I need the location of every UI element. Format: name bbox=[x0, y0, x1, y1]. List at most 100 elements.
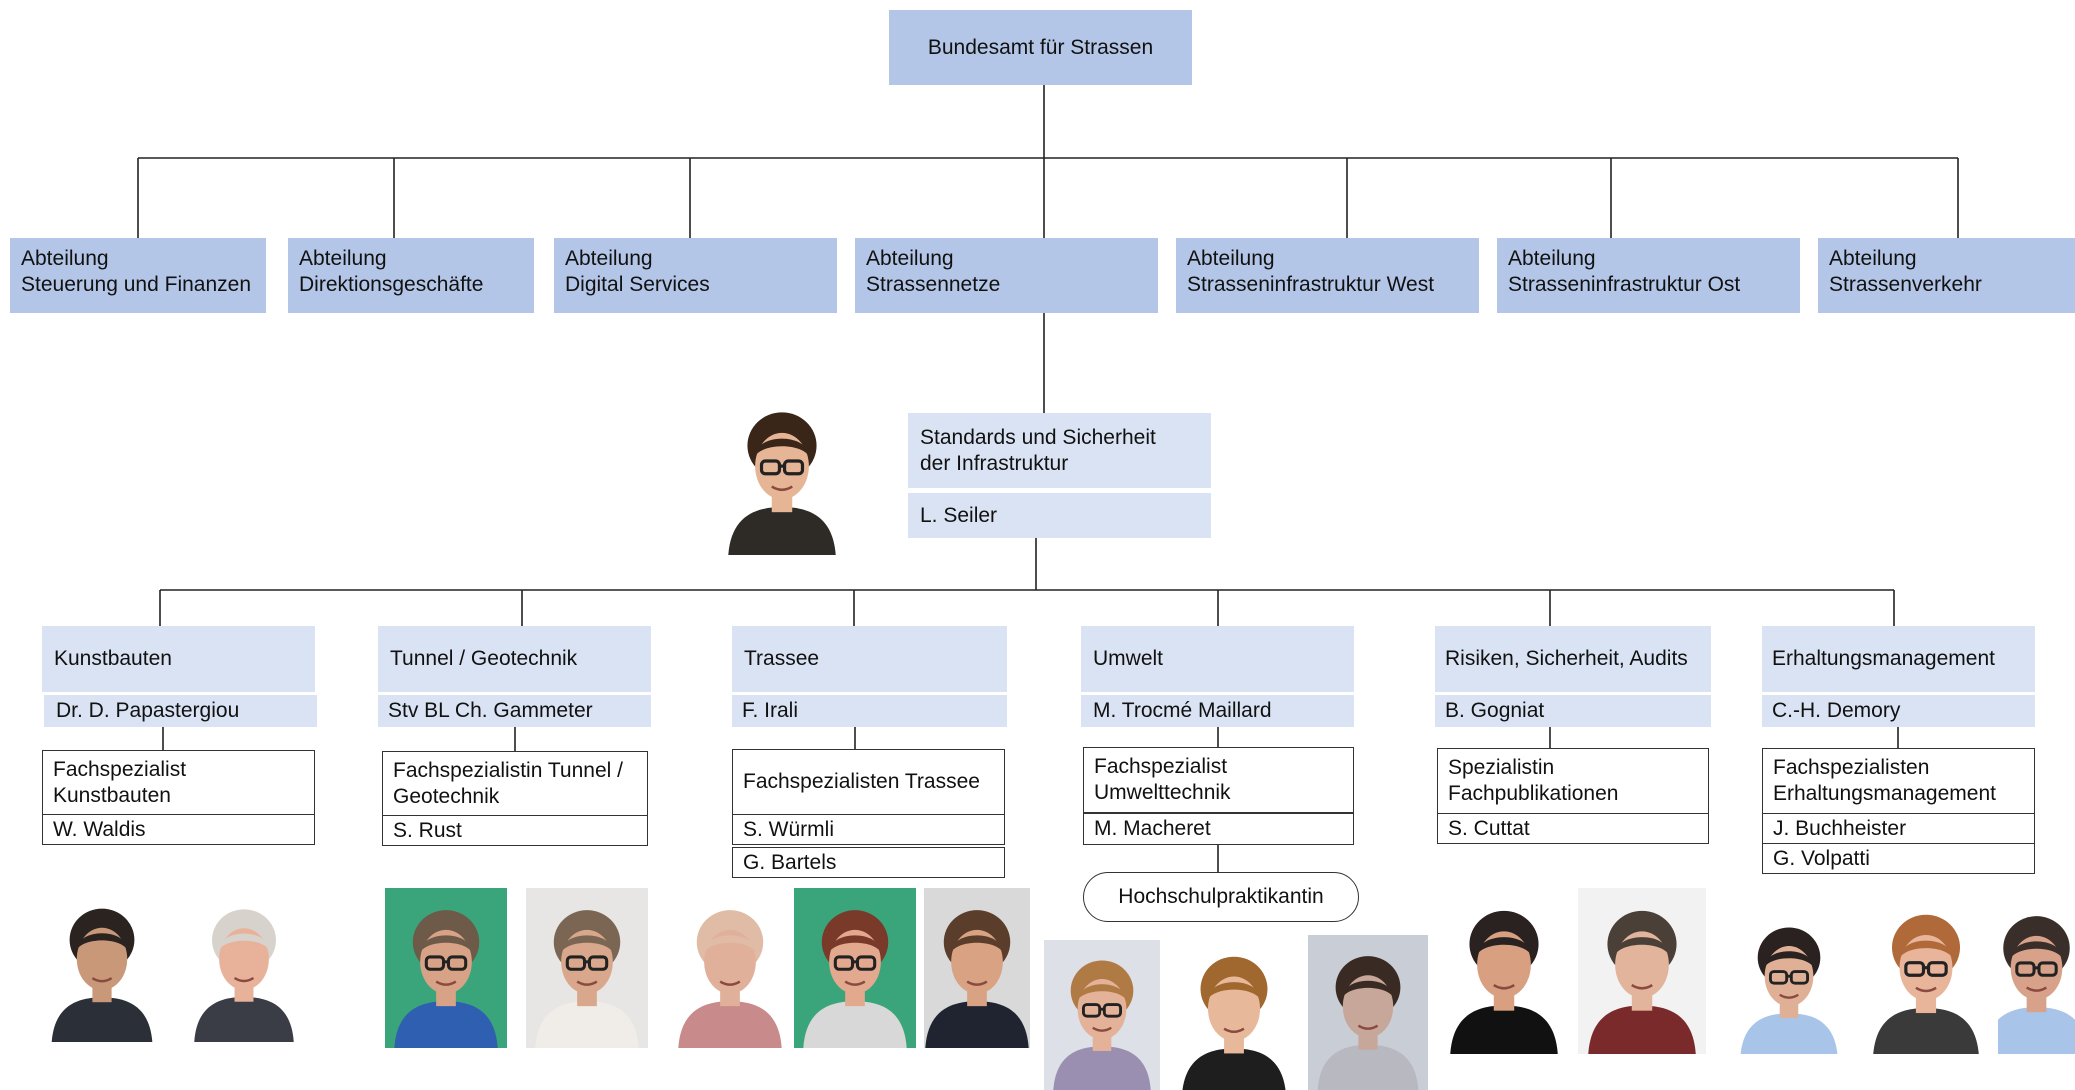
root-title: Bundesamt für Strassen bbox=[927, 35, 1154, 59]
section-head: M. Trocmé Maillard bbox=[1093, 699, 1272, 722]
division-title: Standards und Sicherheit bbox=[920, 425, 1156, 449]
section-head-box: C.-H. Demory bbox=[1762, 695, 2035, 727]
team-member: S. Cuttat bbox=[1437, 813, 1709, 844]
department-name: Direktionsgeschäfte bbox=[299, 273, 484, 296]
section-umwelt: Umwelt bbox=[1081, 626, 1354, 692]
section-head-box: Dr. D. Papastergiou bbox=[44, 695, 317, 727]
portrait-photo bbox=[718, 390, 846, 555]
member-name: S. Cuttat bbox=[1448, 816, 1530, 840]
portrait-photo bbox=[924, 888, 1030, 1048]
team-title: Fachspezialisten bbox=[1773, 756, 1930, 779]
member-name: J. Buchheister bbox=[1773, 816, 1907, 840]
department-name: Strasseninfrastruktur Ost bbox=[1508, 273, 1741, 296]
department-name: Strassenverkehr bbox=[1829, 273, 1982, 296]
department-name: Digital Services bbox=[565, 273, 710, 296]
portrait-photo bbox=[1578, 888, 1706, 1054]
department-label: Abteilung bbox=[21, 247, 109, 270]
team-member: G. Bartels bbox=[732, 847, 1005, 878]
intern-pill: Hochschulpraktikantin bbox=[1083, 872, 1359, 922]
section-title: Erhaltungsmanagement bbox=[1772, 647, 1995, 670]
department-label: Abteilung bbox=[1187, 247, 1275, 270]
team-title: Geotechnik bbox=[393, 785, 500, 808]
portrait-photo bbox=[186, 888, 302, 1042]
member-name: G. Bartels bbox=[743, 850, 837, 874]
team-title: Umwelttechnik bbox=[1094, 781, 1231, 804]
intern-label: Hochschulpraktikantin bbox=[1118, 885, 1324, 908]
portrait-photo bbox=[1998, 894, 2075, 1054]
team-member: G. Volpatti bbox=[1762, 843, 2035, 874]
division-title-box: Standards und Sicherheit der Infrastrukt… bbox=[908, 413, 1211, 488]
team-member: W. Waldis bbox=[42, 814, 315, 845]
division-head: L. Seiler bbox=[920, 503, 998, 527]
team-title: Fachspezialist bbox=[1094, 755, 1228, 778]
section-trassee: Trassee bbox=[732, 626, 1007, 692]
team-title: Erhaltungsmanagement bbox=[1773, 782, 1996, 805]
section-title: Trassee bbox=[744, 647, 820, 670]
team-title: Fachpublikationen bbox=[1448, 782, 1619, 805]
department-label: Abteilung bbox=[1508, 247, 1596, 270]
section-title: Umwelt bbox=[1093, 647, 1164, 670]
department-label: Abteilung bbox=[866, 247, 954, 270]
member-name: G. Volpatti bbox=[1773, 846, 1870, 870]
portrait-photo bbox=[1308, 935, 1428, 1090]
team-title: Fachspezialisten Trassee bbox=[743, 770, 980, 793]
department-label: Abteilung bbox=[1829, 247, 1917, 270]
team-title: Fachspezialist bbox=[53, 758, 187, 781]
team-member: S. Rust bbox=[382, 815, 648, 846]
section-kunstbauten: Kunstbauten bbox=[42, 626, 315, 692]
department-label: Abteilung bbox=[299, 247, 387, 270]
team-box: Spezialistin Fachpublikationen bbox=[1437, 748, 1709, 814]
division-head-box: L. Seiler bbox=[908, 493, 1211, 538]
team-member: S. Würmli bbox=[732, 814, 1005, 845]
section-head: C.-H. Demory bbox=[1772, 699, 1901, 722]
department-label: Abteilung bbox=[565, 247, 653, 270]
division-title: der Infrastruktur bbox=[920, 451, 1069, 475]
department-strassenverkehr: Abteilung Strassenverkehr bbox=[1818, 238, 2075, 313]
portrait-photo bbox=[794, 888, 916, 1048]
department-digital-services: Abteilung Digital Services bbox=[554, 238, 837, 313]
member-name: W. Waldis bbox=[53, 817, 146, 841]
portrait-photo bbox=[674, 888, 786, 1048]
section-risiken-sicherheit-audits: Risiken, Sicherheit, Audits bbox=[1435, 626, 1711, 692]
section-head: F. Irali bbox=[742, 699, 799, 722]
portrait-photo bbox=[526, 888, 648, 1048]
member-name: M. Macheret bbox=[1094, 817, 1211, 840]
department-strasseninfrastruktur-west: Abteilung Strasseninfrastruktur West bbox=[1176, 238, 1479, 313]
portrait-photo bbox=[1863, 894, 1989, 1054]
department-name: Strassennetze bbox=[866, 273, 1001, 296]
member-name: S. Rust bbox=[393, 818, 462, 842]
portrait-photo bbox=[42, 888, 162, 1042]
section-title: Tunnel / Geotechnik bbox=[390, 647, 578, 670]
team-title: Fachspezialistin Tunnel / bbox=[393, 759, 623, 782]
team-box: Fachspezialist Umwelttechnik bbox=[1083, 747, 1354, 813]
portrait-photo bbox=[1440, 888, 1568, 1054]
department-name: Strasseninfrastruktur West bbox=[1187, 273, 1435, 296]
department-strasseninfrastruktur-ost: Abteilung Strasseninfrastruktur Ost bbox=[1497, 238, 1800, 313]
root-box: Bundesamt für Strassen bbox=[889, 10, 1192, 85]
department-strassennetze: Abteilung Strassennetze bbox=[855, 238, 1158, 313]
section-title: Risiken, Sicherheit, Audits bbox=[1445, 647, 1688, 670]
portrait-photo bbox=[1172, 940, 1296, 1090]
team-box: Fachspezialisten Trassee bbox=[732, 749, 1005, 815]
department-direktionsgeschaefte: Abteilung Direktionsgeschäfte bbox=[288, 238, 534, 313]
team-member: M. Macheret bbox=[1083, 813, 1354, 845]
section-title: Kunstbauten bbox=[54, 647, 172, 670]
section-head-box: Stv BL Ch. Gammeter bbox=[378, 695, 651, 727]
section-head-box: B. Gogniat bbox=[1435, 695, 1711, 727]
section-head: Dr. D. Papastergiou bbox=[56, 699, 240, 722]
section-erhaltungsmanagement: Erhaltungsmanagement bbox=[1762, 626, 2035, 692]
team-member: J. Buchheister bbox=[1762, 813, 2035, 844]
portrait-photo bbox=[385, 888, 507, 1048]
team-title: Kunstbauten bbox=[53, 784, 171, 807]
section-head-box: M. Trocmé Maillard bbox=[1081, 695, 1354, 727]
team-box: Fachspezialisten Erhaltungsmanagement bbox=[1762, 748, 2035, 814]
section-head: B. Gogniat bbox=[1445, 699, 1545, 722]
team-title: Spezialistin bbox=[1448, 756, 1555, 779]
section-tunnel-geotechnik: Tunnel / Geotechnik bbox=[378, 626, 651, 692]
member-name: S. Würmli bbox=[743, 817, 834, 841]
section-head: Stv BL Ch. Gammeter bbox=[388, 699, 593, 722]
team-box: Fachspezialist Kunstbauten bbox=[42, 750, 315, 816]
department-steuerung-finanzen: Abteilung Steuerung und Finanzen bbox=[10, 238, 266, 313]
team-box: Fachspezialistin Tunnel / Geotechnik bbox=[382, 751, 648, 817]
